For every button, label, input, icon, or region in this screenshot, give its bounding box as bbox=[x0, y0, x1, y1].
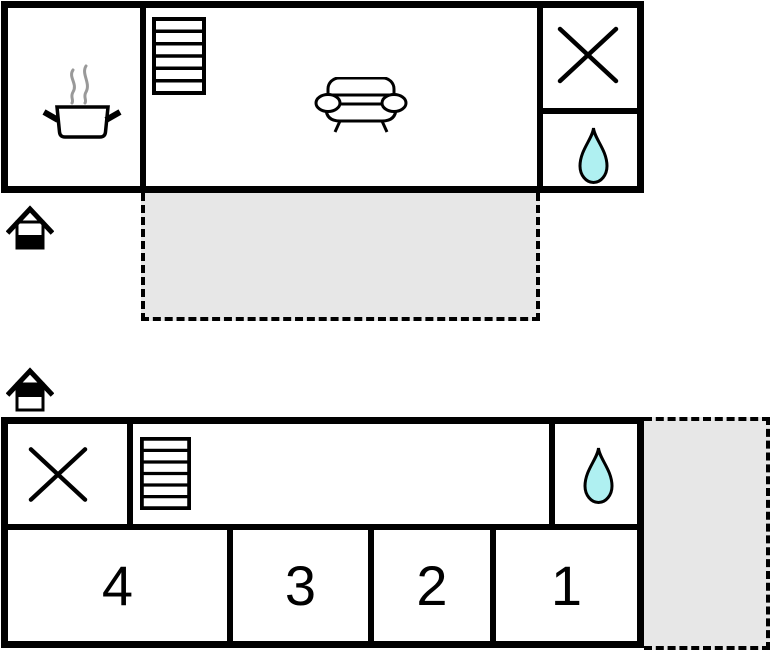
bedroom-2-label: 2 bbox=[416, 554, 448, 617]
upper-floor-outline bbox=[1, 417, 644, 648]
bedroom-3-label: 3 bbox=[284, 554, 317, 617]
interior-wall-landing bbox=[127, 424, 133, 527]
balcony-area bbox=[644, 417, 770, 650]
interior-wall-bath-divider bbox=[543, 108, 637, 114]
cooking-pot-icon bbox=[42, 62, 122, 140]
interior-wall-bedroom-4-3 bbox=[227, 530, 233, 641]
interior-wall-right-section bbox=[537, 8, 543, 186]
bedroom-1: 1 bbox=[496, 530, 637, 641]
bedroom-3: 3 bbox=[233, 530, 368, 641]
water-drop-icon bbox=[577, 126, 610, 185]
sofa-icon bbox=[314, 77, 408, 134]
window-cross-icon bbox=[557, 26, 619, 84]
bedroom-4-label: 4 bbox=[101, 554, 134, 617]
ground-floor-outline bbox=[1, 1, 644, 193]
interior-wall-bedroom-2-1 bbox=[490, 530, 496, 641]
interior-wall-kitchen bbox=[140, 8, 146, 186]
bedroom-1-label: 1 bbox=[550, 554, 583, 617]
terrace-area bbox=[141, 193, 540, 321]
water-drop-icon bbox=[582, 446, 615, 505]
stairs-icon bbox=[152, 17, 206, 95]
interior-wall-bedroom-row bbox=[8, 524, 637, 530]
window-cross-icon bbox=[28, 446, 88, 503]
bedroom-4: 4 bbox=[8, 530, 227, 641]
stairs-icon bbox=[140, 437, 191, 510]
interior-wall-bath2 bbox=[549, 424, 555, 527]
upper-floor-indicator-icon bbox=[6, 367, 54, 413]
ground-floor-indicator-icon bbox=[6, 205, 54, 251]
bedroom-2: 2 bbox=[374, 530, 490, 641]
interior-wall-bedroom-3-2 bbox=[368, 530, 374, 641]
